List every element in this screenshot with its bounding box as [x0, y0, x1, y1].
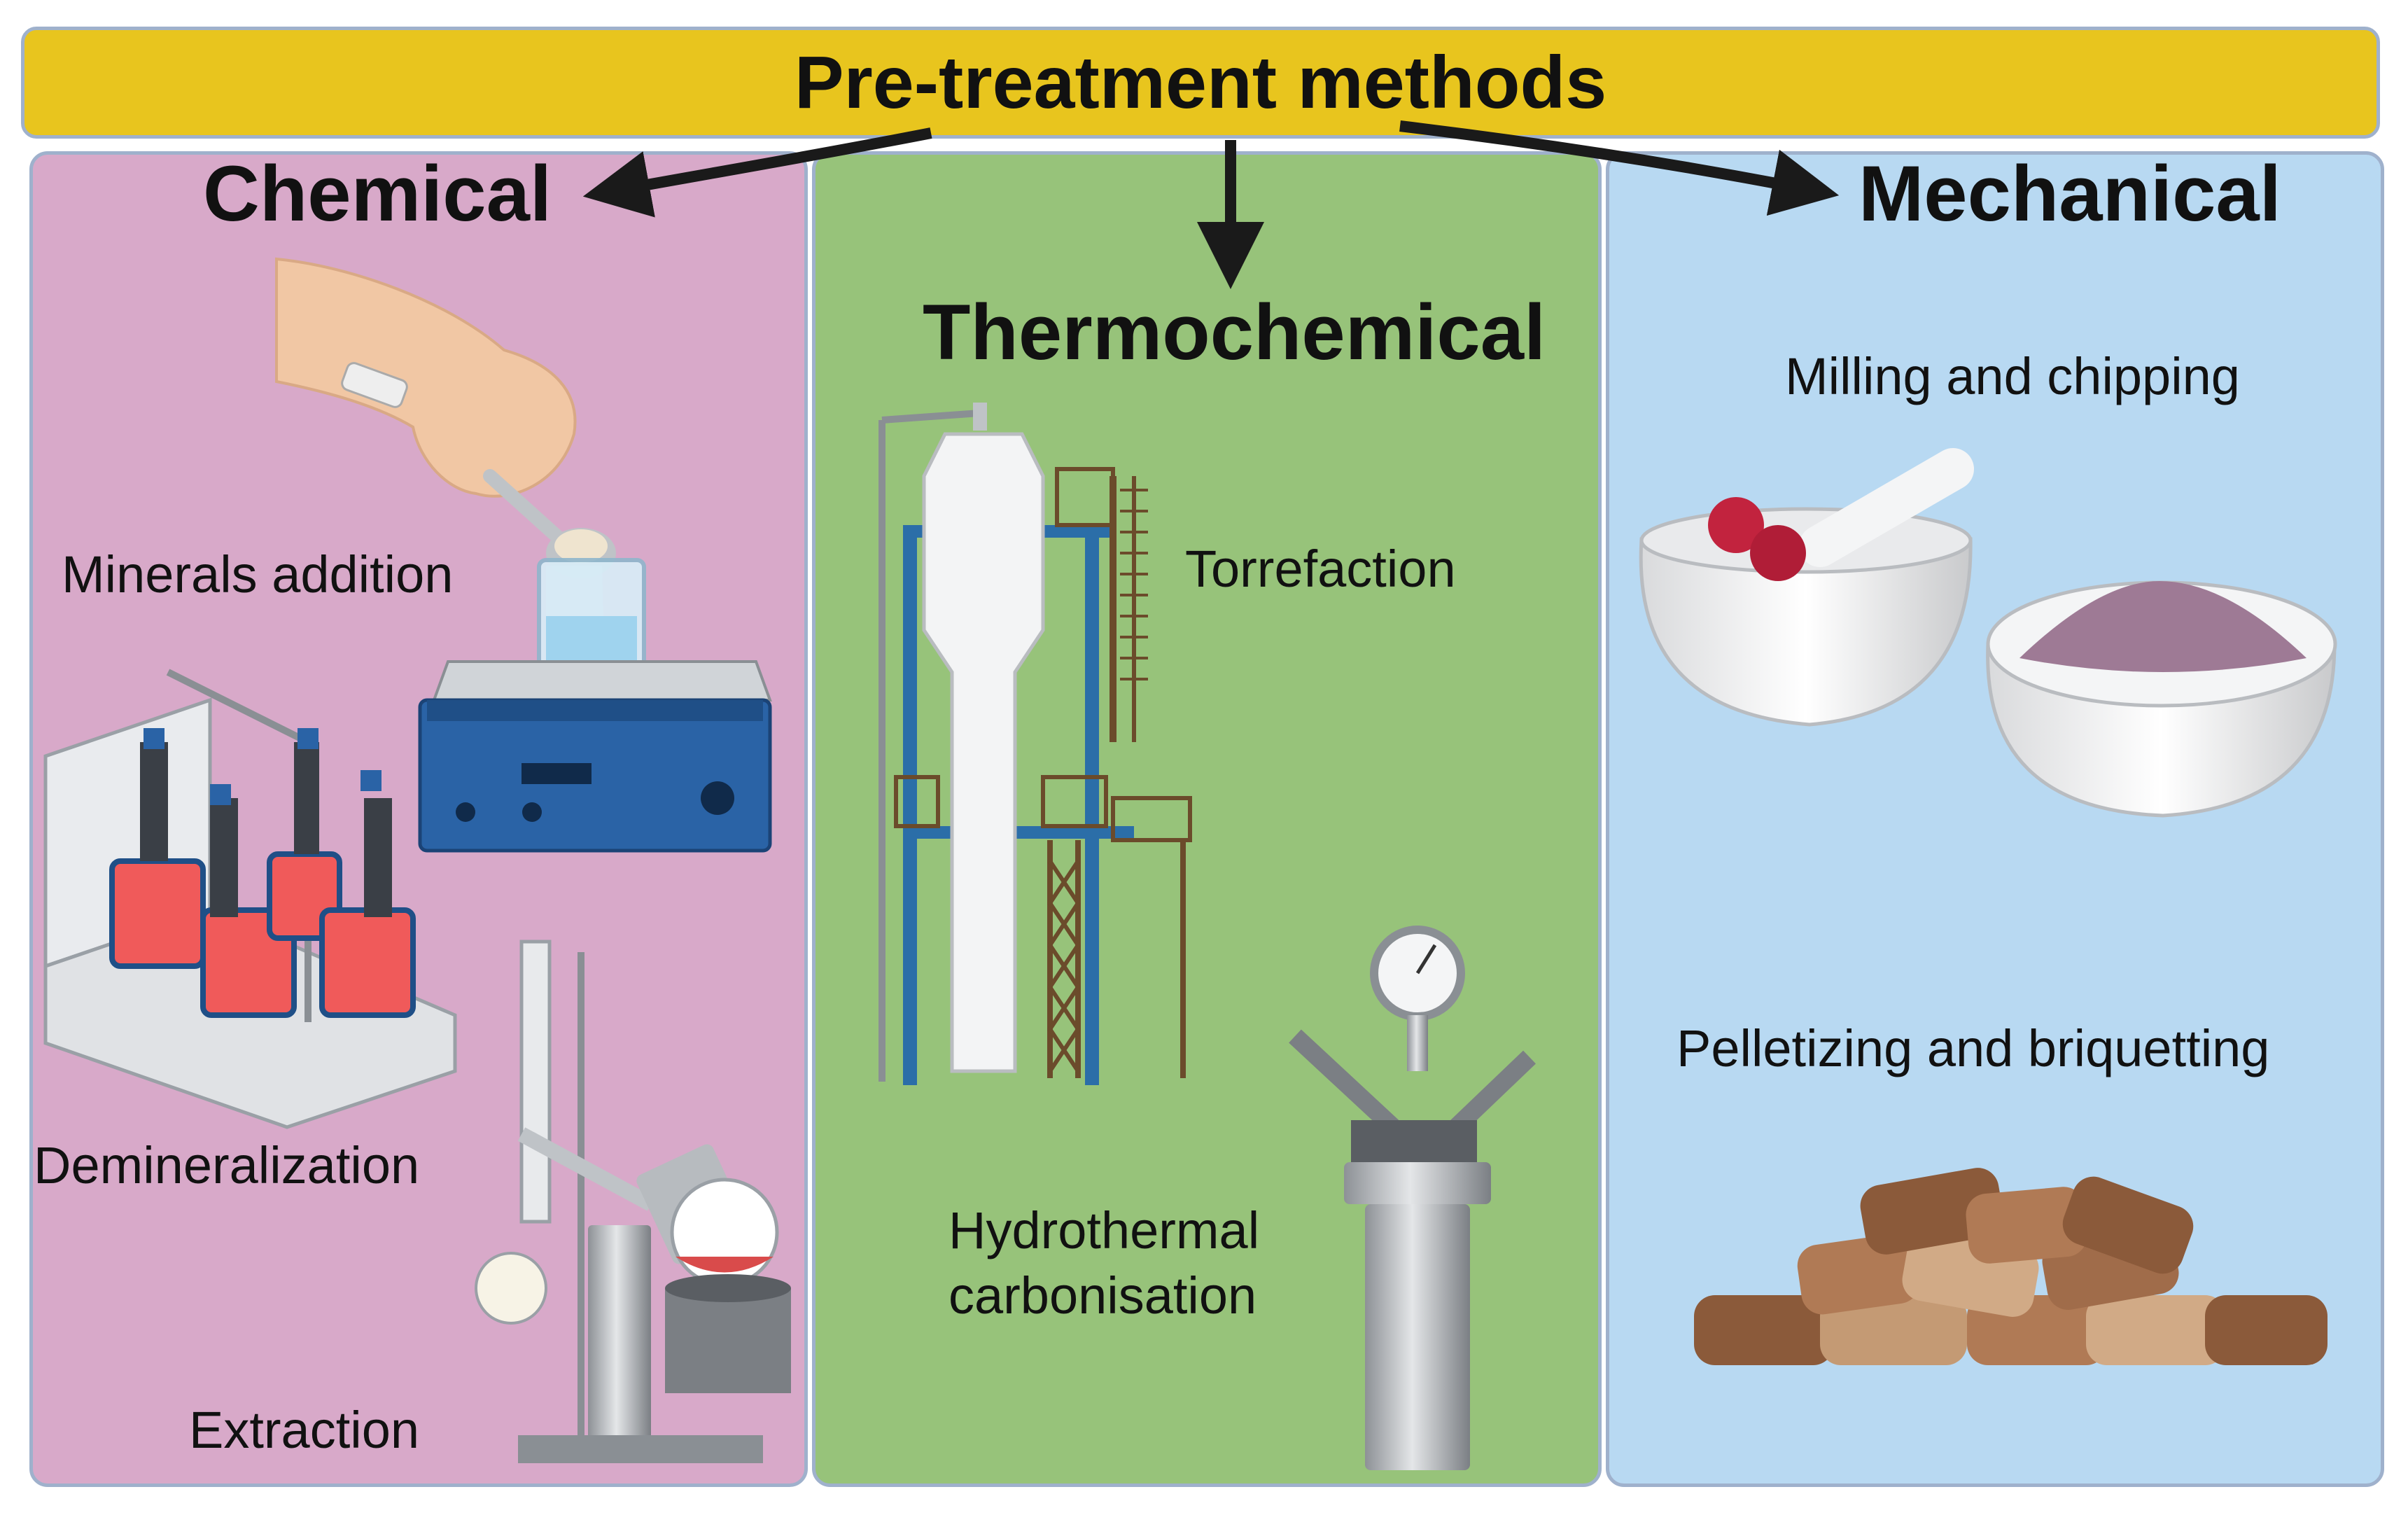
arrow-to-chemical	[582, 127, 932, 218]
heading-chemical: Chemical	[203, 150, 552, 237]
label-torrefaction: Torrefaction	[1185, 540, 1456, 598]
heading-mechanical: Mechanical	[1858, 150, 2281, 237]
hydrothermal-reactor-illustration	[1289, 926, 1536, 1470]
label-pelletizing-briquetting: Pelletizing and briquetting	[1676, 1019, 2270, 1077]
pellets-illustration	[1694, 1168, 2328, 1365]
mortar-pestle-illustration	[1639, 448, 1974, 727]
rotary-evaporator-illustration	[475, 940, 791, 1463]
label-carbonisation: carbonisation	[948, 1266, 1257, 1325]
bioreactor-illustration	[43, 669, 457, 1129]
heading-thermochemical: Thermochemical	[923, 288, 1546, 376]
powder-bowl-illustration	[1986, 580, 2337, 818]
magnetic-stirrer-illustration	[418, 558, 772, 853]
diagram-title: Pre-treatment methods	[794, 41, 1607, 124]
hand-spoon-illustration	[275, 257, 616, 578]
torrefaction-tower-illustration	[878, 403, 1192, 1085]
label-extraction: Extraction	[189, 1401, 420, 1459]
arrow-to-mechanical	[1399, 120, 1840, 216]
label-milling-chipping: Milling and chipping	[1785, 347, 2240, 405]
label-minerals-addition: Minerals addition	[62, 545, 454, 603]
title-bar: Pre-treatment methods	[21, 27, 2380, 139]
label-demineralization: Demineralization	[34, 1136, 420, 1194]
label-hydrothermal: Hydrothermal	[948, 1201, 1260, 1259]
mechanical-panel	[1606, 151, 2384, 1487]
